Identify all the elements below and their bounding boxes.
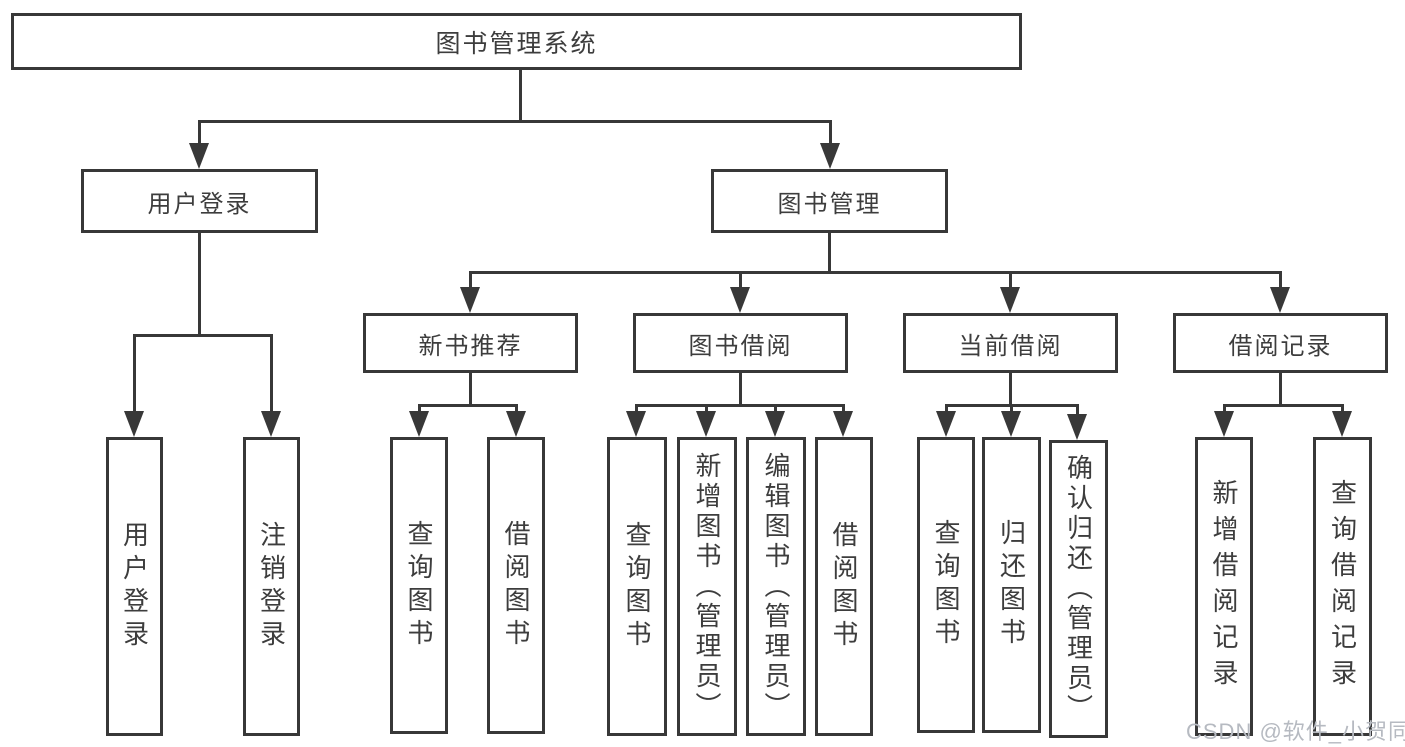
connector-line xyxy=(774,404,777,414)
node-borrow-records-label: 借阅记录 xyxy=(1228,332,1333,360)
connector-line xyxy=(829,120,832,146)
arrow-down-icon xyxy=(506,411,526,437)
connector-line xyxy=(1223,404,1226,414)
connector-line xyxy=(519,69,522,122)
node-leaf-br-query-label: 查询借阅记录 xyxy=(1327,478,1358,695)
connector-line xyxy=(739,372,742,406)
arrow-down-icon xyxy=(626,411,646,437)
arrow-down-icon xyxy=(696,411,716,437)
connector-line xyxy=(270,334,273,414)
connector-line xyxy=(635,404,638,414)
node-leaf-bb-add: 新增图书（管理员） xyxy=(677,437,737,736)
node-leaf-cb-confirm: 确认归还（管理员） xyxy=(1049,440,1108,738)
node-leaf-bb-query: 查询图书 xyxy=(607,437,667,736)
connector-line xyxy=(198,120,201,146)
node-leaf-bb-add-label: 新增图书（管理员） xyxy=(692,451,722,722)
node-leaf-bb-borrow: 借阅图书 xyxy=(815,437,873,736)
node-new-book-rec-label: 新书推荐 xyxy=(418,332,523,360)
arrow-down-icon xyxy=(189,143,209,169)
node-leaf-nbr-query: 查询图书 xyxy=(390,437,448,734)
node-leaf-br-query: 查询借阅记录 xyxy=(1313,437,1372,736)
connector-line xyxy=(133,334,136,414)
connector-line xyxy=(945,404,948,414)
node-leaf-user-login-label: 用户登录 xyxy=(119,520,150,653)
arrow-down-icon xyxy=(261,411,281,437)
connector-line xyxy=(1009,372,1012,406)
node-leaf-cb-return-label: 归还图书 xyxy=(996,519,1027,651)
arrow-down-icon xyxy=(1270,287,1290,313)
connector-line xyxy=(469,271,1281,274)
connector-line xyxy=(828,232,831,273)
connector-line xyxy=(1076,404,1079,417)
arrow-down-icon xyxy=(1000,287,1020,313)
arrow-down-icon xyxy=(1214,411,1234,437)
connector-line xyxy=(1341,404,1344,414)
arrow-down-icon xyxy=(1332,411,1352,437)
node-root-label: 图书管理系统 xyxy=(435,29,598,58)
connector-line xyxy=(635,404,844,407)
connector-line xyxy=(1279,271,1282,290)
arrow-down-icon xyxy=(833,411,853,437)
connector-line xyxy=(1279,372,1282,406)
arrow-down-icon xyxy=(409,411,429,437)
node-leaf-bb-edit: 编辑图书（管理员） xyxy=(746,437,806,736)
node-leaf-br-add: 新增借阅记录 xyxy=(1195,437,1253,736)
connector-line xyxy=(133,334,272,337)
node-leaf-logout: 注销登录 xyxy=(243,437,300,736)
node-leaf-br-add-label: 新增借阅记录 xyxy=(1209,478,1239,695)
watermark-text: CSDN @软件_小贺同学 xyxy=(1186,719,1405,744)
node-book-borrow: 图书借阅 xyxy=(633,313,848,373)
connector-line xyxy=(515,404,518,414)
connector-line xyxy=(705,404,708,414)
arrow-down-icon xyxy=(765,411,785,437)
arrow-down-icon xyxy=(936,411,956,437)
node-leaf-user-login: 用户登录 xyxy=(106,437,163,736)
node-leaf-nbr-borrow-label: 借阅图书 xyxy=(501,519,531,652)
connector-line xyxy=(198,232,201,336)
arrow-down-icon xyxy=(1067,414,1087,440)
connector-line xyxy=(469,271,472,290)
node-root: 图书管理系统 xyxy=(11,13,1022,70)
node-leaf-bb-borrow-label: 借阅图书 xyxy=(829,520,859,653)
node-current-borrow-label: 当前借阅 xyxy=(958,332,1063,360)
connector-line xyxy=(842,404,845,414)
arrow-down-icon xyxy=(124,411,144,437)
node-leaf-cb-confirm-label: 确认归还（管理员） xyxy=(1063,454,1094,724)
node-book-mgmt: 图书管理 xyxy=(711,169,948,233)
node-leaf-cb-return: 归还图书 xyxy=(982,437,1041,733)
arrow-down-icon xyxy=(1001,411,1021,437)
node-book-mgmt-label: 图书管理 xyxy=(777,190,882,218)
node-user-login: 用户登录 xyxy=(81,169,318,233)
connector-line xyxy=(418,404,517,407)
node-leaf-cb-query-label: 查询图书 xyxy=(931,519,961,651)
node-leaf-logout-label: 注销登录 xyxy=(256,520,287,653)
node-borrow-records: 借阅记录 xyxy=(1173,313,1388,373)
arrow-down-icon xyxy=(730,287,750,313)
arrow-down-icon xyxy=(460,287,480,313)
node-current-borrow: 当前借阅 xyxy=(903,313,1118,373)
node-leaf-bb-query-label: 查询图书 xyxy=(622,520,652,653)
connector-line xyxy=(1009,271,1012,290)
node-book-borrow-label: 图书借阅 xyxy=(688,332,793,360)
connector-line xyxy=(739,271,742,290)
node-leaf-bb-edit-label: 编辑图书（管理员） xyxy=(761,451,791,722)
arrow-down-icon xyxy=(820,143,840,169)
connector-line xyxy=(418,404,421,414)
connector-line xyxy=(198,120,831,123)
connector-line xyxy=(1223,404,1343,407)
connector-line xyxy=(469,372,472,406)
node-leaf-cb-query: 查询图书 xyxy=(917,437,975,733)
node-leaf-nbr-borrow: 借阅图书 xyxy=(487,437,545,734)
node-leaf-nbr-query-label: 查询图书 xyxy=(404,519,434,652)
connector-line xyxy=(1010,404,1013,414)
node-new-book-rec: 新书推荐 xyxy=(363,313,578,373)
node-user-login-label: 用户登录 xyxy=(147,190,252,218)
